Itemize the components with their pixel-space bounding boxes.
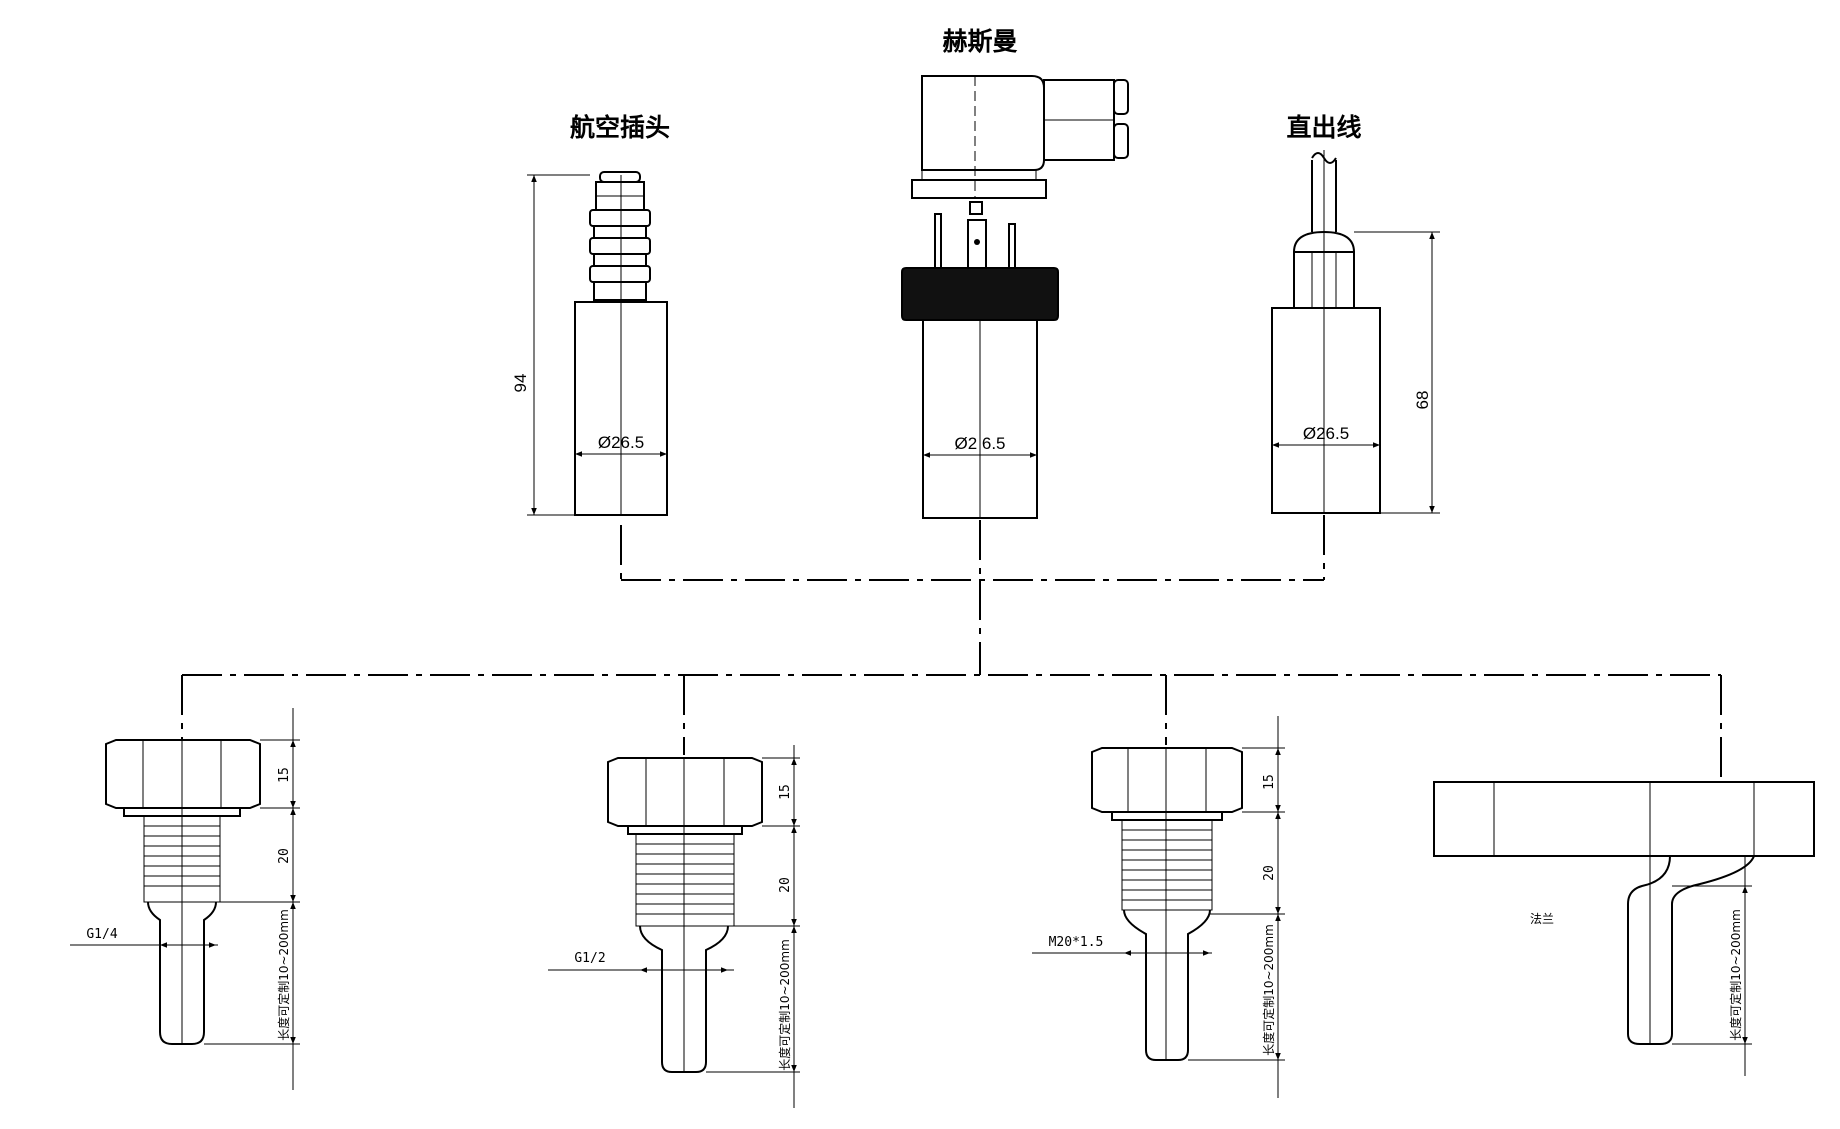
probe-g12 [607, 757, 763, 1073]
hirschmann-socket [911, 75, 1129, 199]
probe-flange-dimensions: 长度可定制10~200mm 法兰 [1530, 856, 1752, 1076]
probe-g12-thread-length: 20 [778, 877, 793, 893]
aviation-height-label: 94 [511, 374, 530, 393]
probe-g12-length-note: 长度可定制10~200mm [777, 939, 792, 1071]
probe-m20-thread-length: 20 [1262, 865, 1277, 881]
hirschmann-diameter-dimension: Ø2 6.5 [923, 434, 1037, 458]
probe-g14-hex-height: 15 [277, 767, 292, 783]
probe-m20-dimensions: 15 20 长度可定制10~200mm M20*1.5 [1032, 716, 1285, 1098]
aviation-diameter-label: Ø26.5 [598, 433, 644, 452]
aviation-height-dimension: 94 [511, 174, 590, 516]
aviation-diameter-dimension: Ø26.5 [575, 433, 667, 457]
probe-flange [1433, 781, 1815, 1045]
title-hirschmann: 赫斯曼 [942, 27, 1017, 56]
probe-flange-length-note: 长度可定制10~200mm [1728, 909, 1743, 1041]
hirschmann-plug-body [901, 201, 1059, 519]
connection-lines [181, 515, 1722, 778]
probe-g12-thread-label: G1/2 [574, 951, 605, 966]
probe-m20-thread [1121, 819, 1213, 911]
probe-g12-thread [635, 833, 735, 927]
probe-g14-thread-length: 20 [277, 848, 292, 864]
direct-cable-height-label: 68 [1413, 391, 1432, 410]
probe-m20-thread-label: M20*1.5 [1049, 935, 1104, 950]
direct-cable-diameter-label: Ø26.5 [1303, 424, 1349, 443]
probe-flange-label: 法兰 [1530, 912, 1554, 926]
direct-cable-connector [1271, 150, 1381, 514]
probe-g12-hex-height: 15 [778, 784, 793, 800]
probe-m20-hex-height: 15 [1262, 774, 1277, 790]
probe-m20-length-note: 长度可定制10~200mm [1261, 924, 1276, 1056]
aviation-plug-connector [574, 171, 668, 516]
title-direct-cable: 直出线 [1286, 113, 1361, 142]
probe-m20 [1091, 747, 1243, 1061]
title-aviation-plug: 航空插头 [570, 113, 670, 142]
direct-cable-diameter-dimension: Ø26.5 [1272, 424, 1380, 448]
probe-g14-thread-label: G1/4 [86, 927, 117, 942]
probe-g14 [105, 739, 261, 1045]
hirschmann-diameter-label: Ø2 6.5 [954, 434, 1005, 453]
probe-g12-dimensions: 15 20 长度可定制10~200mm G1/2 [548, 745, 800, 1108]
probe-g14-dimensions: 15 20 长度可定制10~200mm G1/4 [70, 708, 300, 1090]
direct-cable-height-dimension: 68 [1354, 231, 1440, 514]
probe-g14-length-note: 长度可定制10~200mm [276, 909, 291, 1041]
